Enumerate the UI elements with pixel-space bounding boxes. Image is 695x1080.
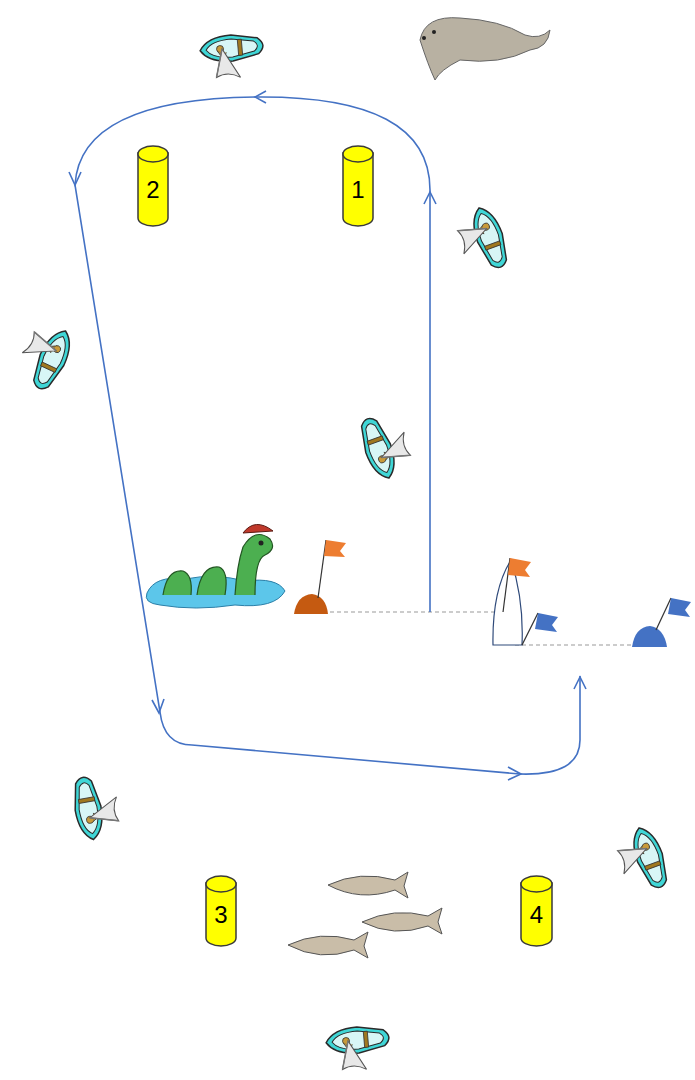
course-mark: 1 <box>342 145 374 227</box>
course-mark: 3 <box>205 875 237 947</box>
course-mark: 2 <box>137 145 169 227</box>
mark-number: 4 <box>520 875 553 928</box>
mark-number: 3 <box>205 875 237 928</box>
course-mark: 4 <box>520 875 553 947</box>
mark-number: 1 <box>342 145 374 203</box>
mark-number: 2 <box>137 145 169 203</box>
